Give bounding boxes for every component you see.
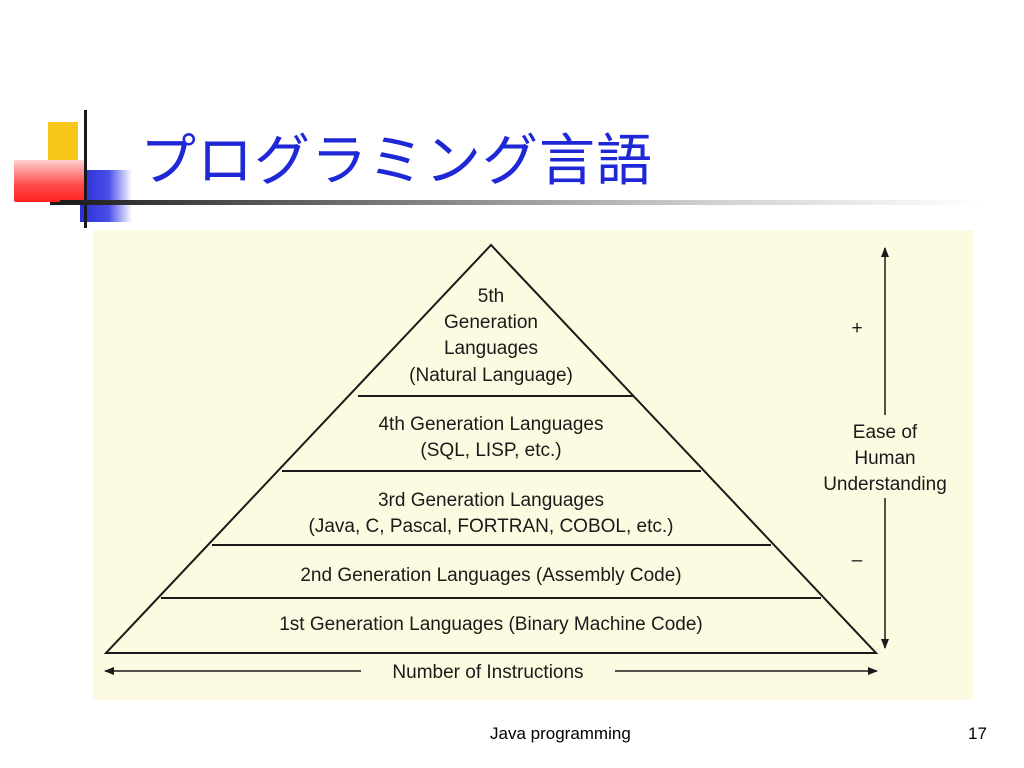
pyramid-level-4: 4th Generation Languages (SQL, LISP, etc… xyxy=(378,414,603,461)
footer-text: Java programming xyxy=(490,724,631,743)
ornament-red-bar xyxy=(14,160,84,202)
pyramid-outline xyxy=(103,243,879,654)
level-5-line: Generation xyxy=(444,312,538,333)
pyramid-diagram: 5th Generation Languages (Natural Langua… xyxy=(103,243,947,683)
horizontal-axis: Number of Instructions xyxy=(104,662,878,683)
level-1-line: 1st Generation Languages (Binary Machine… xyxy=(279,614,703,635)
pyramid-figure: 5th Generation Languages (Natural Langua… xyxy=(93,230,973,700)
plus-sign: + xyxy=(851,318,862,339)
level-5-line: Languages xyxy=(444,338,538,359)
pyramid-level-5: 5th Generation Languages (Natural Langua… xyxy=(409,286,573,386)
level-3-line: 3rd Generation Languages xyxy=(378,490,604,511)
pyramid-level-3: 3rd Generation Languages (Java, C, Pasca… xyxy=(309,490,674,537)
vertical-axis: + – Ease of Human Understanding xyxy=(823,247,947,649)
page-number: 17 xyxy=(968,724,987,743)
level-5-line: 5th xyxy=(478,286,504,307)
pyramid-level-2: 2nd Generation Languages (Assembly Code) xyxy=(300,565,681,586)
title-underline xyxy=(60,200,980,205)
ornament-vertical-line xyxy=(84,110,87,228)
minus-sign: – xyxy=(852,550,863,571)
pyramid-level-1: 1st Generation Languages (Binary Machine… xyxy=(279,614,703,635)
horizontal-axis-label: Number of Instructions xyxy=(392,662,583,683)
level-4-line: (SQL, LISP, etc.) xyxy=(420,440,561,461)
vertical-axis-label-line: Ease of xyxy=(853,422,918,443)
ornament-yellow-square xyxy=(48,122,78,164)
vertical-axis-label-line: Understanding xyxy=(823,474,947,495)
level-3-line: (Java, C, Pascal, FORTRAN, COBOL, etc.) xyxy=(309,516,674,537)
level-4-line: 4th Generation Languages xyxy=(378,414,603,435)
vertical-axis-label-line: Human xyxy=(854,448,915,469)
level-5-line: (Natural Language) xyxy=(409,365,573,386)
level-2-line: 2nd Generation Languages (Assembly Code) xyxy=(300,565,681,586)
slide-title: プログラミング言語 xyxy=(140,129,653,194)
ornament-blue-square xyxy=(80,170,132,222)
